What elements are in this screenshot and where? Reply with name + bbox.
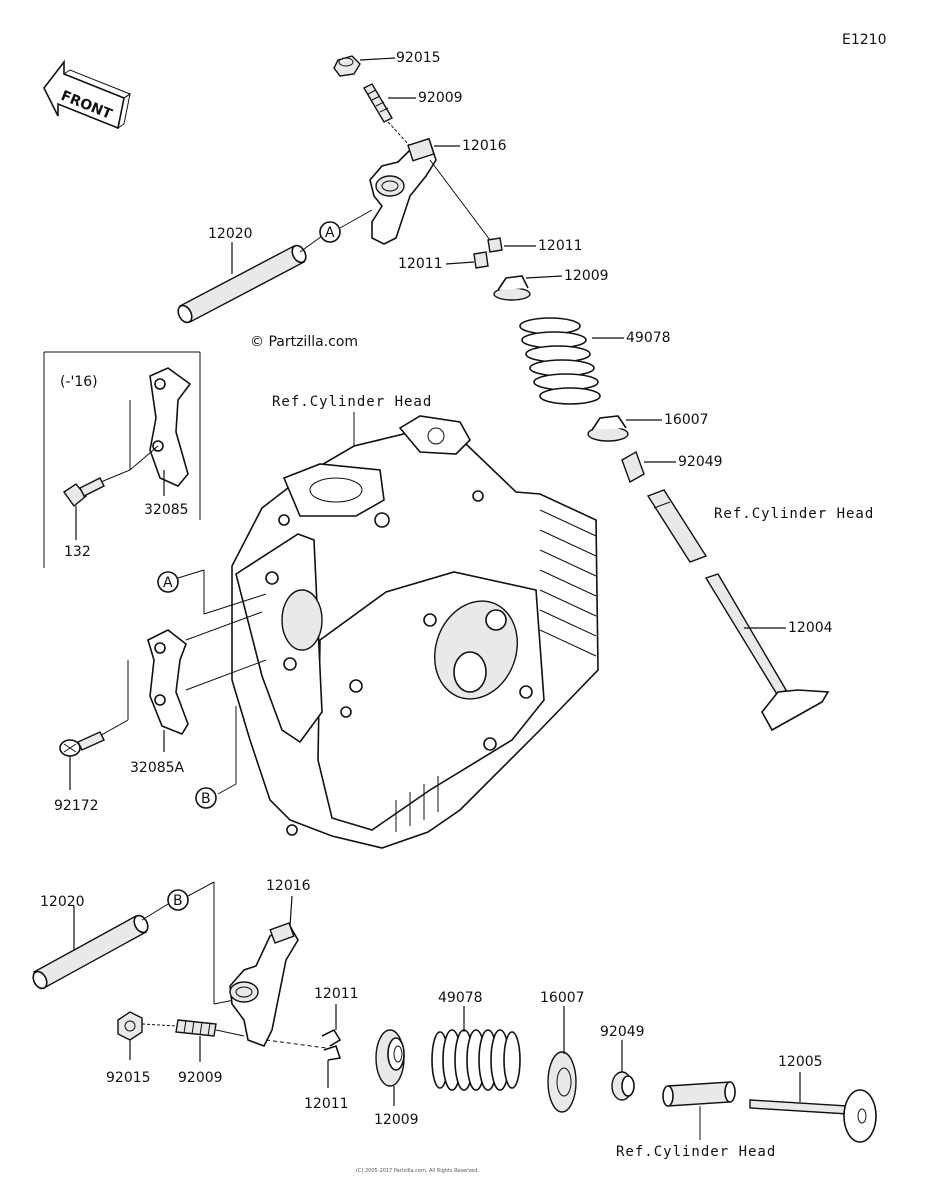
label-12009-bottom: 12009 [374, 1112, 419, 1128]
label-92049-top: 92049 [678, 454, 723, 470]
svg-text:B: B [201, 791, 211, 807]
cylinder-head-assembly [231, 415, 599, 849]
label-92009-bottom: 92009 [178, 1070, 223, 1086]
label-12011-bottom-b: 12011 [304, 1096, 349, 1112]
plate-32085A[interactable] [147, 629, 189, 735]
label-12011-top-left: 12011 [398, 256, 443, 272]
label-92015-top: 92015 [396, 50, 441, 66]
year-note: (-'16) [60, 374, 98, 390]
callout-b-bottom: B [167, 889, 189, 911]
rocker-shaft-12020-bottom[interactable] [30, 913, 150, 991]
label-32085: 32085 [144, 502, 189, 518]
cotter-12011-top-right[interactable] [487, 237, 503, 253]
label-12004: 12004 [788, 620, 833, 636]
label-49078-bottom: 49078 [438, 990, 483, 1006]
spring-seat-16007-bottom[interactable] [547, 1051, 577, 1113]
label-49078-top: 49078 [626, 330, 671, 346]
cotter-12011-top-left[interactable] [473, 251, 489, 269]
valve-guide-top[interactable] [646, 489, 708, 563]
callout-b-left: B [195, 787, 217, 809]
plate-32085[interactable] [149, 367, 192, 487]
spring-seat-16007-top[interactable] [587, 415, 629, 442]
rocker-shaft-12020-top[interactable] [175, 243, 308, 325]
diagram-code: E1210 [842, 32, 886, 48]
label-12020-top: 12020 [208, 226, 253, 242]
label-12011-bottom-a: 12011 [314, 986, 359, 1002]
cotter-12011-bottom-b[interactable] [323, 1044, 342, 1061]
front-arrow-icon: FRONT [43, 59, 132, 130]
label-132: 132 [64, 544, 91, 560]
label-12011-top-right: 12011 [538, 238, 583, 254]
svg-text:A: A [325, 225, 335, 241]
svg-text:A: A [163, 575, 173, 591]
screw-92009-top[interactable] [363, 83, 393, 123]
label-32085A: 32085A [130, 760, 185, 776]
retainer-12009-top[interactable] [493, 275, 531, 301]
bolt-132[interactable] [63, 477, 105, 508]
ref-cylinder-head-right: Ref.Cylinder Head [714, 506, 874, 522]
ref-cylinder-head-bottom: Ref.Cylinder Head [616, 1144, 776, 1160]
callout-a-left: A [157, 571, 179, 593]
label-12005: 12005 [778, 1054, 823, 1070]
valve-spring-49078-top[interactable] [519, 317, 601, 405]
label-12009-top: 12009 [564, 268, 609, 284]
valve-12005[interactable] [749, 1089, 877, 1143]
label-92172: 92172 [54, 798, 99, 814]
label-92009-top: 92009 [418, 90, 463, 106]
variant-box: (-'16) [43, 351, 201, 568]
svg-text:B: B [173, 893, 183, 909]
label-12020-bottom: 12020 [40, 894, 85, 910]
callout-a-top: A [319, 221, 341, 243]
screw-92172[interactable] [59, 731, 105, 757]
label-92049-bottom: 92049 [600, 1024, 645, 1040]
ref-cylinder-head-top: Ref.Cylinder Head [272, 394, 432, 410]
oil-seal-92049-bottom[interactable] [611, 1071, 635, 1101]
valve-12004[interactable] [704, 573, 830, 732]
footer-note: (C) 2005-2017 Partzilla.com. All Rights … [356, 1168, 479, 1174]
nut-92015-top[interactable] [333, 55, 361, 77]
copyright-text: © Partzilla.com [250, 334, 358, 350]
label-16007-top: 16007 [664, 412, 709, 428]
valve-guide-bottom[interactable] [662, 1081, 736, 1107]
label-12016-top: 12016 [462, 138, 507, 154]
rocker-arm-12016-top[interactable] [369, 137, 437, 245]
label-92015-bottom: 92015 [106, 1070, 151, 1086]
oil-seal-92049-top[interactable] [621, 450, 645, 484]
retainer-12009-bottom[interactable] [375, 1029, 405, 1087]
screw-92009-bottom[interactable] [175, 1019, 217, 1037]
label-16007-bottom: 16007 [540, 990, 585, 1006]
valve-spring-49078-bottom[interactable] [431, 1029, 521, 1091]
nut-92015-bottom[interactable] [117, 1011, 143, 1041]
cotter-12011-bottom-a[interactable] [321, 1028, 342, 1047]
rocker-arm-12016-bottom[interactable] [229, 922, 299, 1048]
label-12016-bottom: 12016 [266, 878, 311, 894]
